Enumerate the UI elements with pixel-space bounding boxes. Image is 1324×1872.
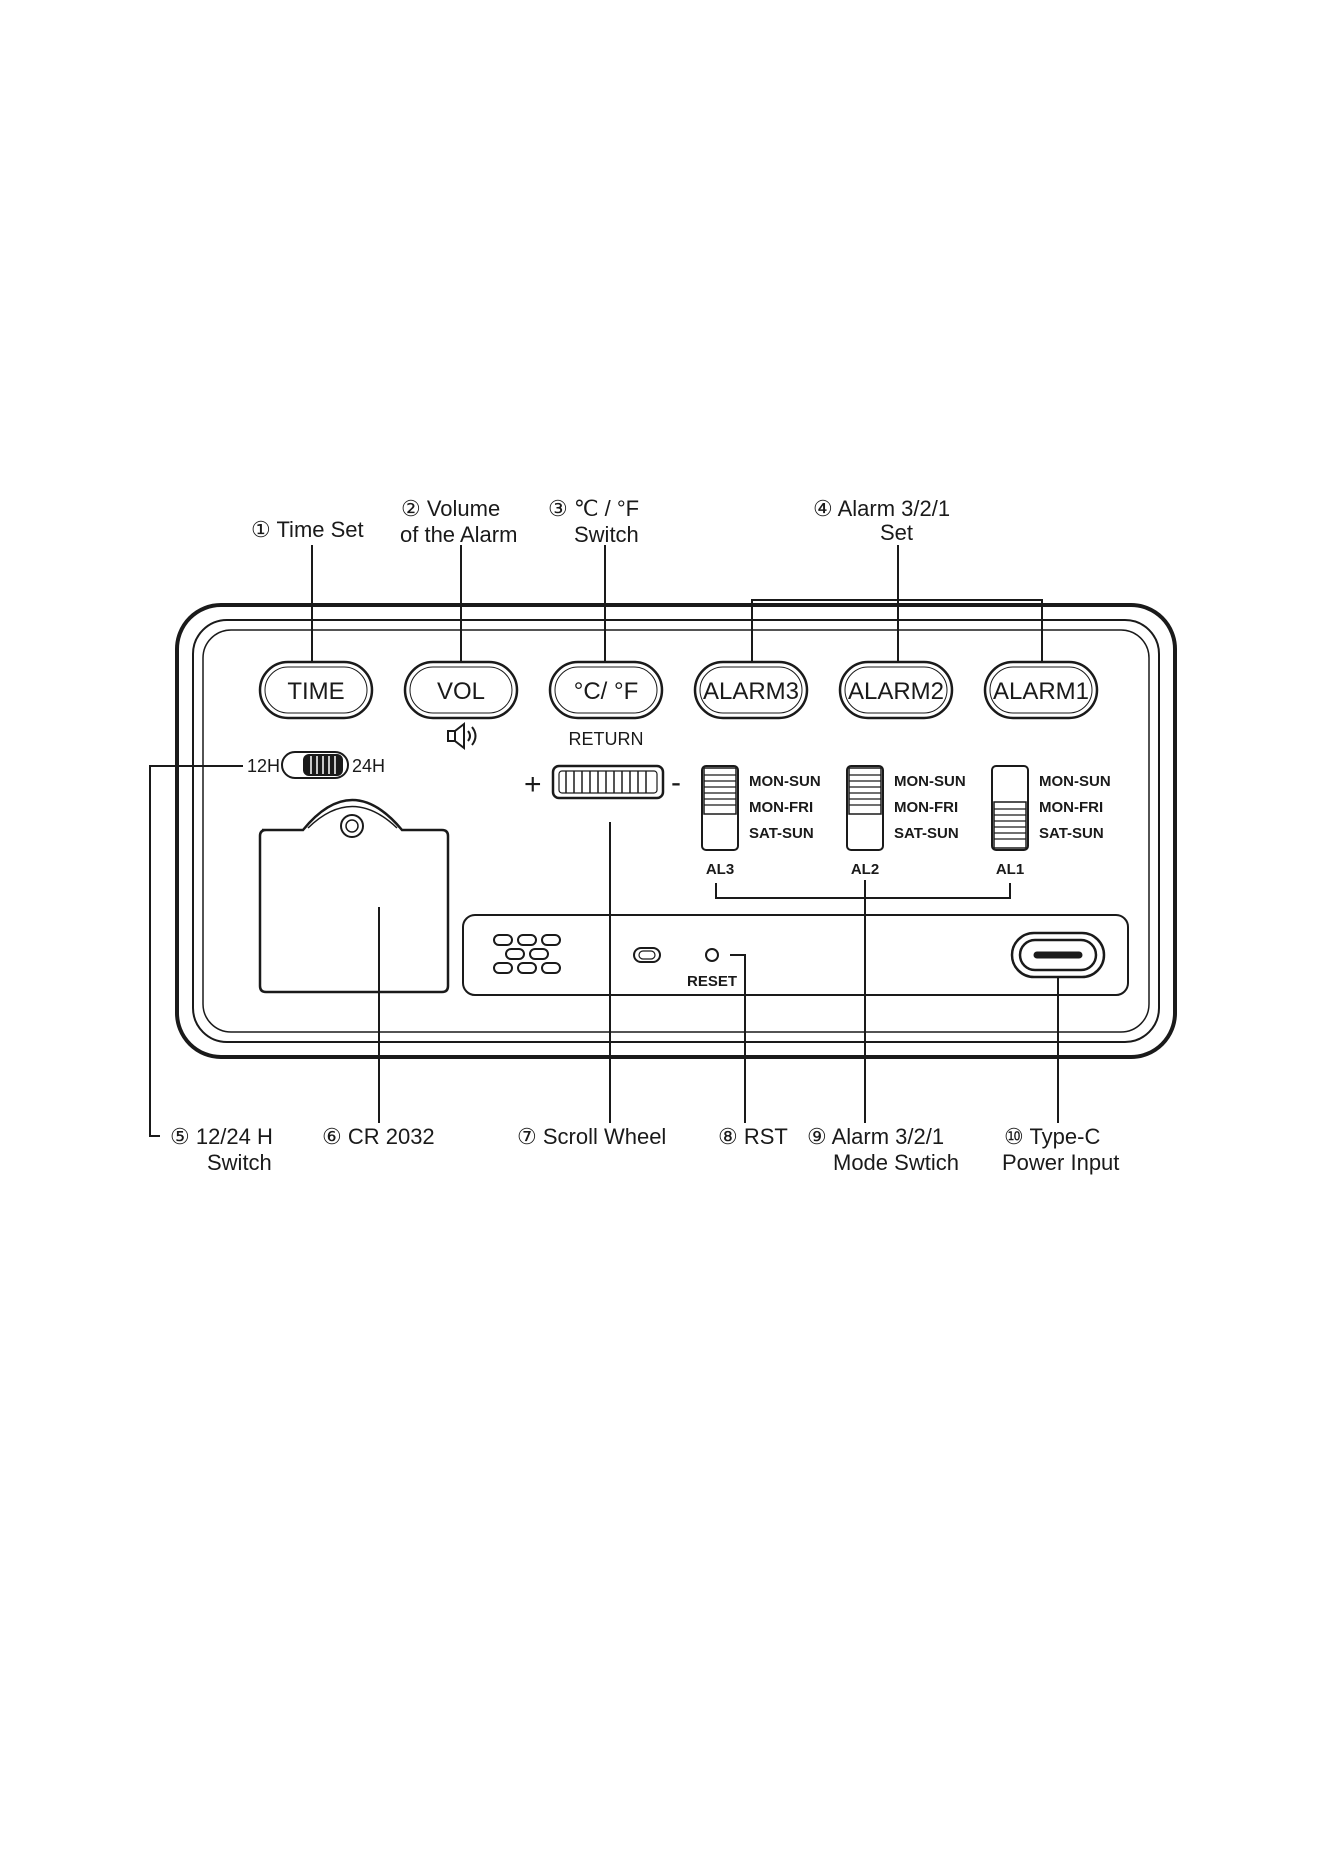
alarm2-button-label: ALARM2 — [848, 678, 944, 705]
callout-rst: ⑧ RST — [718, 1124, 788, 1149]
battery-cover[interactable] — [258, 798, 450, 994]
callout-alarm-set-line2: Set — [880, 520, 913, 545]
al3-mode-switch[interactable] — [701, 765, 739, 851]
device-inner-frame — [192, 619, 1160, 1043]
scroll-wheel[interactable] — [551, 764, 665, 800]
al1-mode-sat-sun: SAT-SUN — [1039, 825, 1104, 842]
reset-hole[interactable] — [705, 948, 719, 962]
callout-type-c-line1: ⑩ Type-C — [1004, 1124, 1100, 1149]
bottom-leader-lines — [149, 765, 1059, 1137]
al3-mode-mon-fri: MON-FRI — [749, 799, 813, 816]
usb-c-port-icon[interactable] — [1010, 931, 1106, 979]
al2-label: AL2 — [851, 861, 879, 878]
callout-temp-line2: Switch — [574, 522, 639, 547]
al3-mode-mon-sun: MON-SUN — [749, 773, 821, 790]
top-leader-lines — [311, 545, 1043, 661]
al2-mode-switch[interactable] — [846, 765, 884, 851]
al3-mode-sat-sun: SAT-SUN — [749, 825, 814, 842]
speaker-grille-icon — [493, 934, 561, 974]
al1-label: AL1 — [996, 861, 1024, 878]
al1-mode-switch[interactable] — [991, 765, 1029, 851]
callout-alarm-set-line1: ④ Alarm 3/2/1 — [813, 496, 950, 521]
al2-mode-mon-fri: MON-FRI — [894, 799, 958, 816]
al3-label: AL3 — [706, 861, 734, 878]
callout-volume-line2: of the Alarm — [400, 522, 517, 547]
callout-12-24h-line2: Switch — [207, 1150, 272, 1175]
12-24h-switch[interactable] — [281, 751, 349, 779]
speaker-icon — [447, 721, 477, 751]
device-inner-frame-2 — [202, 629, 1150, 1033]
callout-volume-line1: ② Volume — [401, 496, 500, 521]
al2-mode-mon-sun: MON-SUN — [894, 773, 966, 790]
bottom-panel — [462, 914, 1129, 996]
callout-alarm-mode-line1: ⑨ Alarm 3/2/1 — [807, 1124, 944, 1149]
temp-button-label: °C/ °F — [574, 678, 639, 705]
device-outer-frame — [175, 603, 1177, 1059]
alarm1-button[interactable]: ALARM1 — [983, 660, 1099, 720]
al2-mode-sat-sun: SAT-SUN — [894, 825, 959, 842]
callout-temp-line1: ③ ℃ / °F — [548, 496, 639, 521]
al-bracket — [715, 883, 1011, 899]
reset-label: RESET — [687, 973, 737, 990]
callout-battery: ⑥ CR 2032 — [322, 1124, 435, 1149]
alarm3-button-label: ALARM3 — [703, 678, 799, 705]
minus-label: - — [671, 766, 681, 799]
callout-type-c-line2: Power Input — [1002, 1150, 1119, 1175]
al1-mode-mon-sun: MON-SUN — [1039, 773, 1111, 790]
callout-time-set: ① Time Set — [251, 517, 364, 542]
callout-12-24h-line1: ⑤ 12/24 H — [170, 1124, 273, 1149]
temp-button[interactable]: °C/ °F — [548, 660, 664, 720]
battery-screw-icon — [340, 814, 364, 838]
24h-label: 24H — [352, 756, 385, 776]
alarm3-button[interactable]: ALARM3 — [693, 660, 809, 720]
callout-alarm-mode-line2: Mode Swtich — [833, 1150, 959, 1175]
vol-button-label: VOL — [437, 678, 485, 705]
time-button[interactable]: TIME — [258, 660, 374, 720]
time-button-label: TIME — [287, 678, 344, 705]
return-label: RETURN — [569, 729, 644, 749]
alarm1-button-label: ALARM1 — [993, 678, 1089, 705]
led-indicator-icon — [633, 947, 661, 963]
plus-label: + — [524, 768, 542, 801]
alarm2-button[interactable]: ALARM2 — [838, 660, 954, 720]
12h-label: 12H — [247, 756, 280, 776]
al1-mode-mon-fri: MON-FRI — [1039, 799, 1103, 816]
callout-scroll-wheel: ⑦ Scroll Wheel — [517, 1124, 666, 1149]
vol-button[interactable]: VOL — [403, 660, 519, 720]
